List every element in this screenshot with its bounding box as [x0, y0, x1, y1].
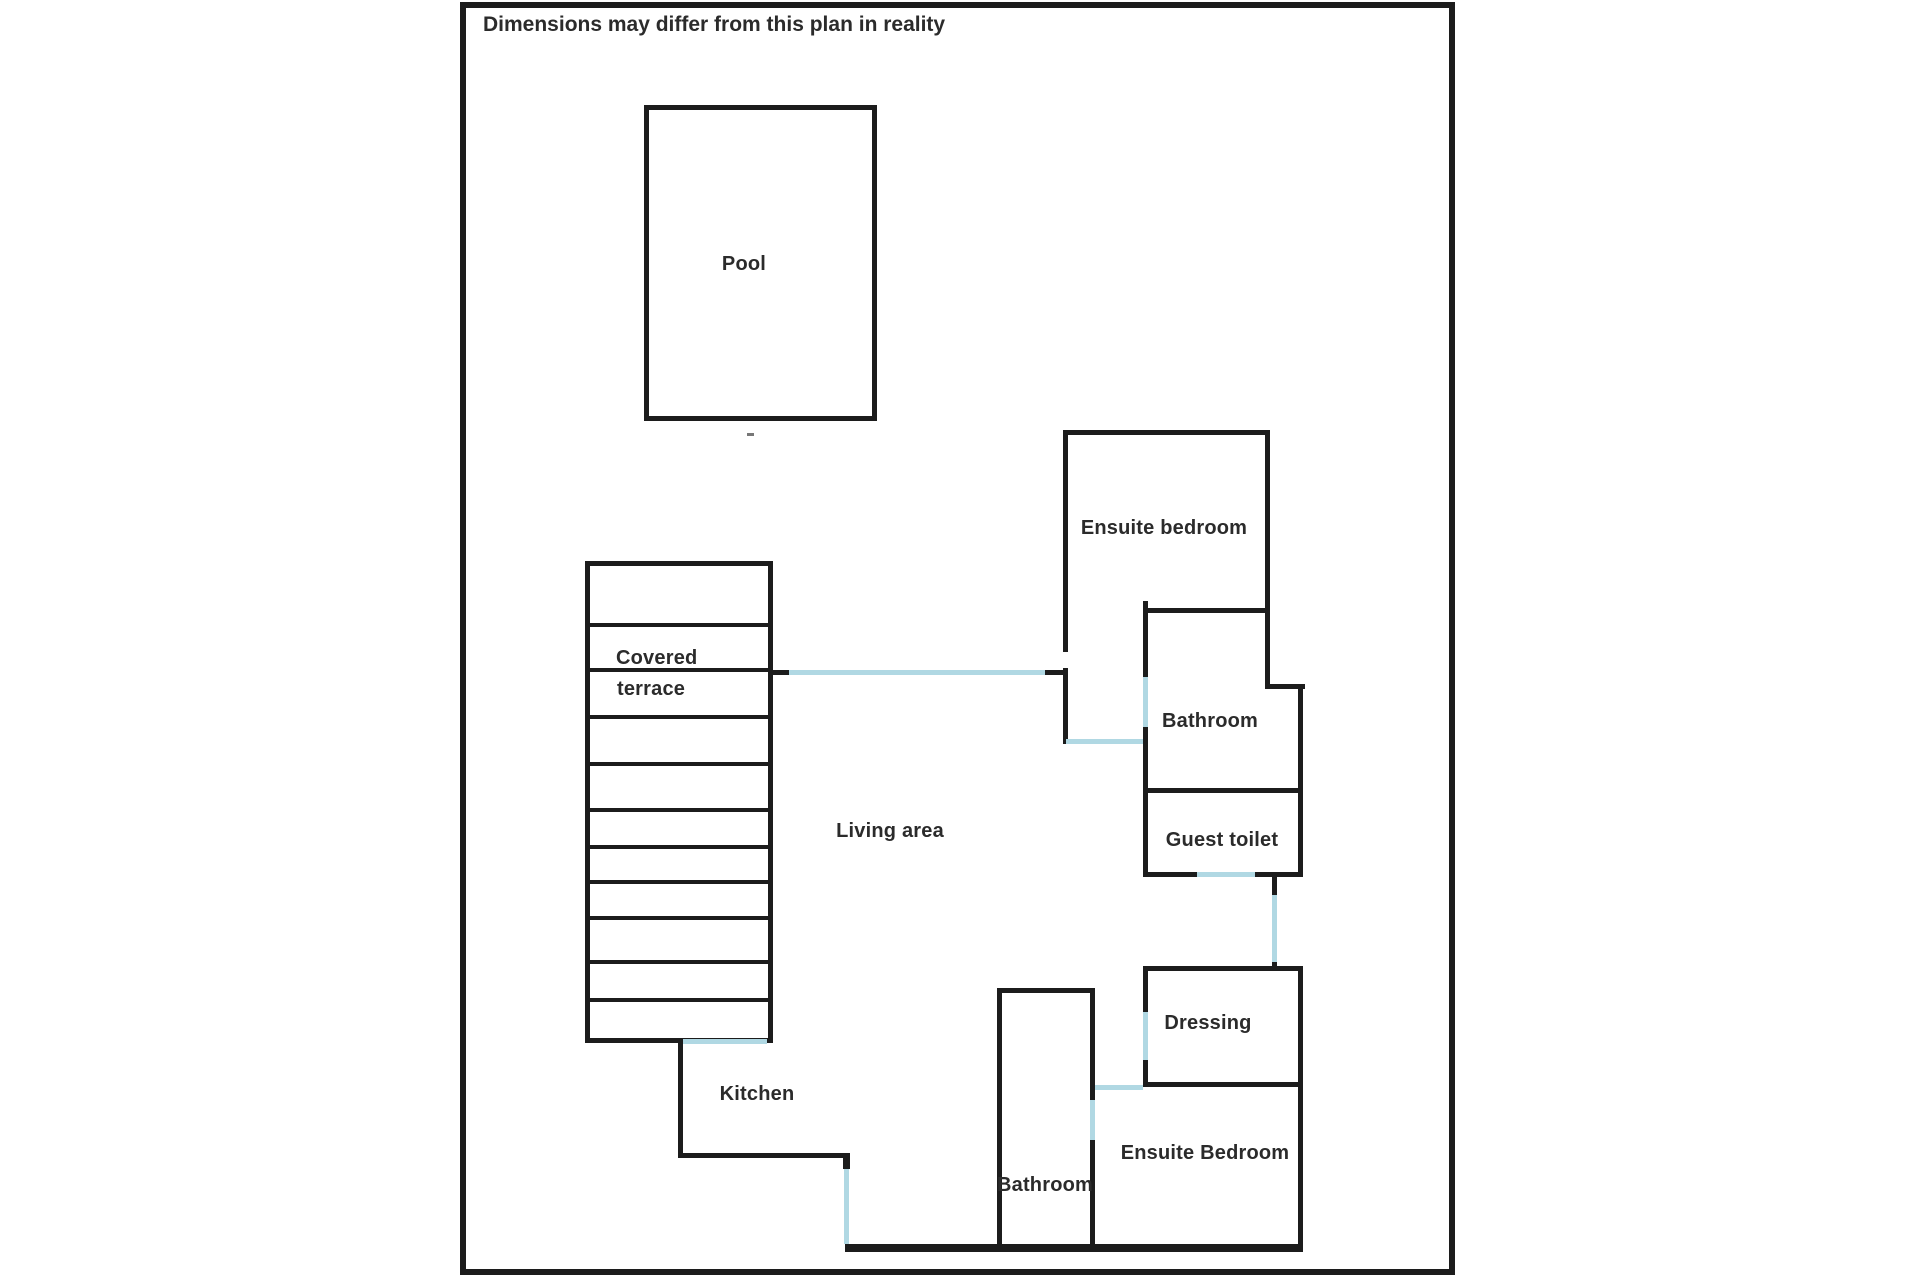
- wall-bathroom-bottom-east-lower: [1090, 1140, 1095, 1245]
- door-connector: [1272, 895, 1277, 962]
- terrace-slat: [585, 916, 773, 920]
- bathroom-top-label: Bathroom: [1161, 710, 1259, 732]
- door-guesttoilet: [1197, 872, 1255, 877]
- dressing-label: Dressing: [1164, 1012, 1252, 1034]
- wall-dressing-north: [1143, 966, 1303, 971]
- door-bathroom-bottom-east: [1090, 1100, 1095, 1140]
- terrace-slat: [585, 998, 773, 1002]
- wall-bathroom-top-stub: [1143, 601, 1148, 608]
- wall-connector-upper: [1272, 877, 1277, 895]
- door-bathroom-top-west: [1143, 677, 1148, 727]
- terrace-slat: [585, 845, 773, 849]
- wall-guesttoilet-west: [1143, 793, 1148, 877]
- wall-ensuite-bottom-east: [1298, 966, 1303, 1250]
- wall-guesttoilet-south-right: [1255, 872, 1303, 877]
- living-area-label: Living area: [836, 820, 944, 842]
- terrace-slat: [585, 762, 773, 766]
- covered-terrace-outline: [585, 561, 773, 1043]
- wall-bathroom-top-jut: [1265, 684, 1305, 689]
- wall-dressing-south: [1143, 1082, 1303, 1087]
- door-dressing-west: [1143, 1012, 1148, 1060]
- covered-terrace-label-line1: Covered: [616, 647, 698, 669]
- pool-outline: [644, 105, 877, 421]
- wall-guesttoilet-south-left: [1143, 872, 1197, 877]
- wall-bathroom-top-east: [1298, 684, 1303, 877]
- door-end-tick-left: [771, 670, 791, 675]
- covered-terrace-label-line2: terrace: [617, 678, 686, 700]
- ensuite-bedroom-top-label: Ensuite bedroom: [1080, 517, 1248, 539]
- terrace-slat: [585, 623, 773, 627]
- terrace-slat: [585, 808, 773, 812]
- bathroom-bottom-label: Bathroom: [996, 1174, 1094, 1196]
- wall-building-south: [845, 1244, 1303, 1252]
- wall-ensuite-top-north: [1063, 430, 1270, 435]
- ensuite-bedroom-bottom-label: Ensuite Bedroom: [1120, 1142, 1290, 1164]
- wall-bathroom-bottom-west: [997, 988, 1002, 1245]
- terrace-slat: [585, 880, 773, 884]
- wall-bathroom-top-west-upper: [1143, 608, 1148, 677]
- wall-bathroom-bottom-north: [997, 988, 1095, 993]
- wall-bathroom-top-north: [1143, 608, 1270, 613]
- wall-ensuite-top-east: [1265, 430, 1270, 689]
- terrace-slat: [585, 668, 773, 672]
- small-dash-mark: [747, 433, 754, 436]
- wall-ensuite-top-west-lower: [1063, 668, 1068, 744]
- guest-toilet-label: Guest toilet: [1165, 829, 1279, 851]
- pool-label: Pool: [721, 253, 767, 275]
- disclaimer-text: Dimensions may differ from this plan in …: [483, 13, 946, 36]
- wall-kitchen-west: [678, 1043, 683, 1158]
- door-end-tick-right: [1045, 670, 1067, 675]
- door-ensuite-bottom-north: [1092, 1085, 1143, 1090]
- door-kitchen-south: [844, 1169, 849, 1244]
- door-terrace-living: [789, 670, 1047, 675]
- wall-dressing-west-lower: [1143, 1060, 1148, 1087]
- wall-bathroom-bottom-east-upper: [1090, 988, 1095, 1100]
- wall-kitchen-south: [678, 1153, 850, 1158]
- wall-kitchen-corner-tick: [843, 1153, 850, 1169]
- terrace-slat: [585, 715, 773, 719]
- terrace-slat: [585, 960, 773, 964]
- wall-bathroom-top-west-lower: [1143, 727, 1148, 793]
- door-terrace-kitchen: [683, 1039, 767, 1044]
- door-living-bathroom-top: [1066, 739, 1143, 744]
- wall-bathroom-guesttoilet-divider: [1143, 788, 1303, 793]
- plan-outer-border: [460, 2, 1455, 1275]
- kitchen-label: Kitchen: [719, 1083, 795, 1105]
- wall-dressing-west-upper: [1143, 966, 1148, 1012]
- wall-ensuite-top-west-upper: [1063, 430, 1068, 652]
